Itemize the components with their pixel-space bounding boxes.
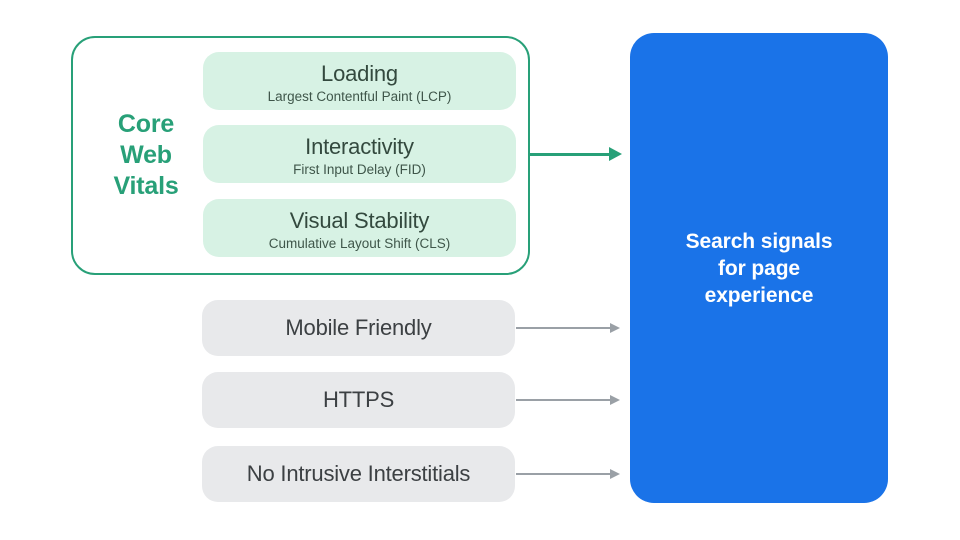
vital-card-title: Loading: [321, 60, 398, 86]
vital-card-subtitle: Largest Contentful Paint (LCP): [267, 88, 452, 104]
arrow-head: [610, 394, 620, 405]
signal-card-https: HTTPS: [202, 372, 515, 428]
vital-card-title: Interactivity: [305, 133, 414, 159]
gray-arrow-right-icon: [516, 322, 620, 333]
arrow-head: [610, 322, 620, 333]
arrow-shaft: [516, 472, 610, 475]
search-signals-label: Search signals for page experience: [685, 229, 833, 307]
vital-card-visual-stability: Visual Stability Cumulative Layout Shift…: [203, 199, 516, 257]
gray-arrow-right-icon: [516, 394, 620, 405]
vital-card-subtitle: First Input Delay (FID): [293, 161, 426, 177]
signal-card-mobile-friendly: Mobile Friendly: [202, 300, 515, 356]
signal-card-label: Mobile Friendly: [285, 315, 432, 340]
arrow-head: [609, 147, 622, 161]
signal-card-label: HTTPS: [322, 387, 395, 412]
vital-card-title: Visual Stability: [289, 207, 430, 233]
vital-card-interactivity: Interactivity First Input Delay (FID): [203, 125, 516, 183]
core-web-vitals-label: Core Web Vitals: [113, 110, 179, 200]
arrow-head: [610, 468, 620, 479]
vital-card-loading: Loading Largest Contentful Paint (LCP): [203, 52, 516, 110]
arrow-shaft: [530, 152, 612, 156]
gray-arrow-right-icon: [516, 468, 620, 479]
core-web-vitals-group: Core Web Vitals Loading Largest Contentf…: [71, 36, 530, 275]
arrow-shaft: [516, 398, 610, 401]
green-arrow-right-icon: [530, 147, 625, 161]
search-signals-box: Search signals for page experience: [630, 33, 888, 503]
signal-card-no-intrusive-interstitials: No Intrusive Interstitials: [202, 446, 515, 502]
signal-card-label: No Intrusive Interstitials: [246, 461, 471, 486]
arrow-shaft: [516, 326, 610, 329]
vital-card-subtitle: Cumulative Layout Shift (CLS): [268, 235, 451, 251]
